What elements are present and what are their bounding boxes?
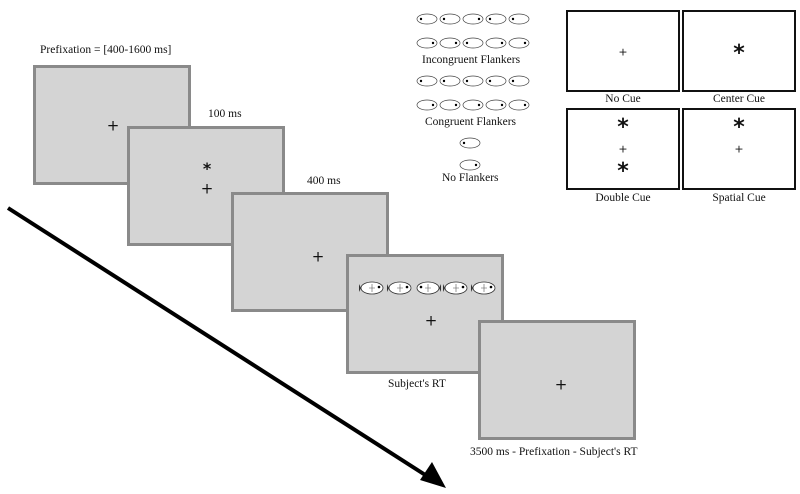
congruent-flankers-label: Congruent Flankers xyxy=(425,116,517,128)
fish-icon xyxy=(471,281,496,295)
target-label: Subject's RT xyxy=(388,378,446,390)
fixation-cross: + xyxy=(106,116,120,135)
congruent-flankers-illustration xyxy=(416,75,530,111)
fish-icon xyxy=(443,281,468,295)
fixation-cross: + xyxy=(200,179,214,198)
cue-asterisk: * xyxy=(733,41,745,66)
no-cue-label: No Cue xyxy=(605,93,641,105)
fixation-cross: + xyxy=(734,142,744,156)
post-cue-screen: + xyxy=(231,192,389,312)
flanker-fish-row xyxy=(359,280,497,296)
double-cue-label: Double Cue xyxy=(595,192,651,204)
fish-icon xyxy=(387,281,412,295)
no-cue-box: + xyxy=(566,10,680,92)
fish-icon xyxy=(416,281,441,295)
fixation-cross: + xyxy=(618,142,628,156)
prefixation-screen: + xyxy=(33,65,191,185)
incongruent-flankers-label: Incongruent Flankers xyxy=(422,54,521,66)
cue-asterisk-top: * xyxy=(617,115,629,140)
center-cue-box: * xyxy=(682,10,796,92)
no-flankers-illustration xyxy=(459,137,481,171)
fixation-cross: + xyxy=(554,375,568,394)
incongruent-flankers-illustration xyxy=(416,13,530,49)
cue-asterisk: * xyxy=(733,115,745,140)
fixation-cross: + xyxy=(424,311,438,330)
fixation-cross: + xyxy=(618,45,628,59)
no-flankers-label: No Flankers xyxy=(442,172,499,184)
fish-icon xyxy=(359,281,384,295)
post-cue-label: 400 ms xyxy=(307,175,341,187)
double-cue-box: * + * xyxy=(566,108,680,190)
cue-duration-label: 100 ms xyxy=(208,108,242,120)
spatial-cue-label: Spatial Cue xyxy=(712,192,766,204)
iti-screen: + xyxy=(478,320,636,440)
spatial-cue-box: * + xyxy=(682,108,796,190)
cue-asterisk: * xyxy=(202,159,212,178)
prefixation-label: Prefixation = [400-1600 ms] xyxy=(40,44,172,56)
target-screen: + xyxy=(346,254,504,374)
cue-asterisk-bottom: * xyxy=(617,159,629,184)
flanker-legend: Incongruent Flankers Congruent Flankers … xyxy=(410,8,540,188)
center-cue-label: Center Cue xyxy=(712,93,766,105)
fixation-cross: + xyxy=(311,247,325,266)
iti-label: 3500 ms - Prefixation - Subject's RT xyxy=(470,446,638,458)
